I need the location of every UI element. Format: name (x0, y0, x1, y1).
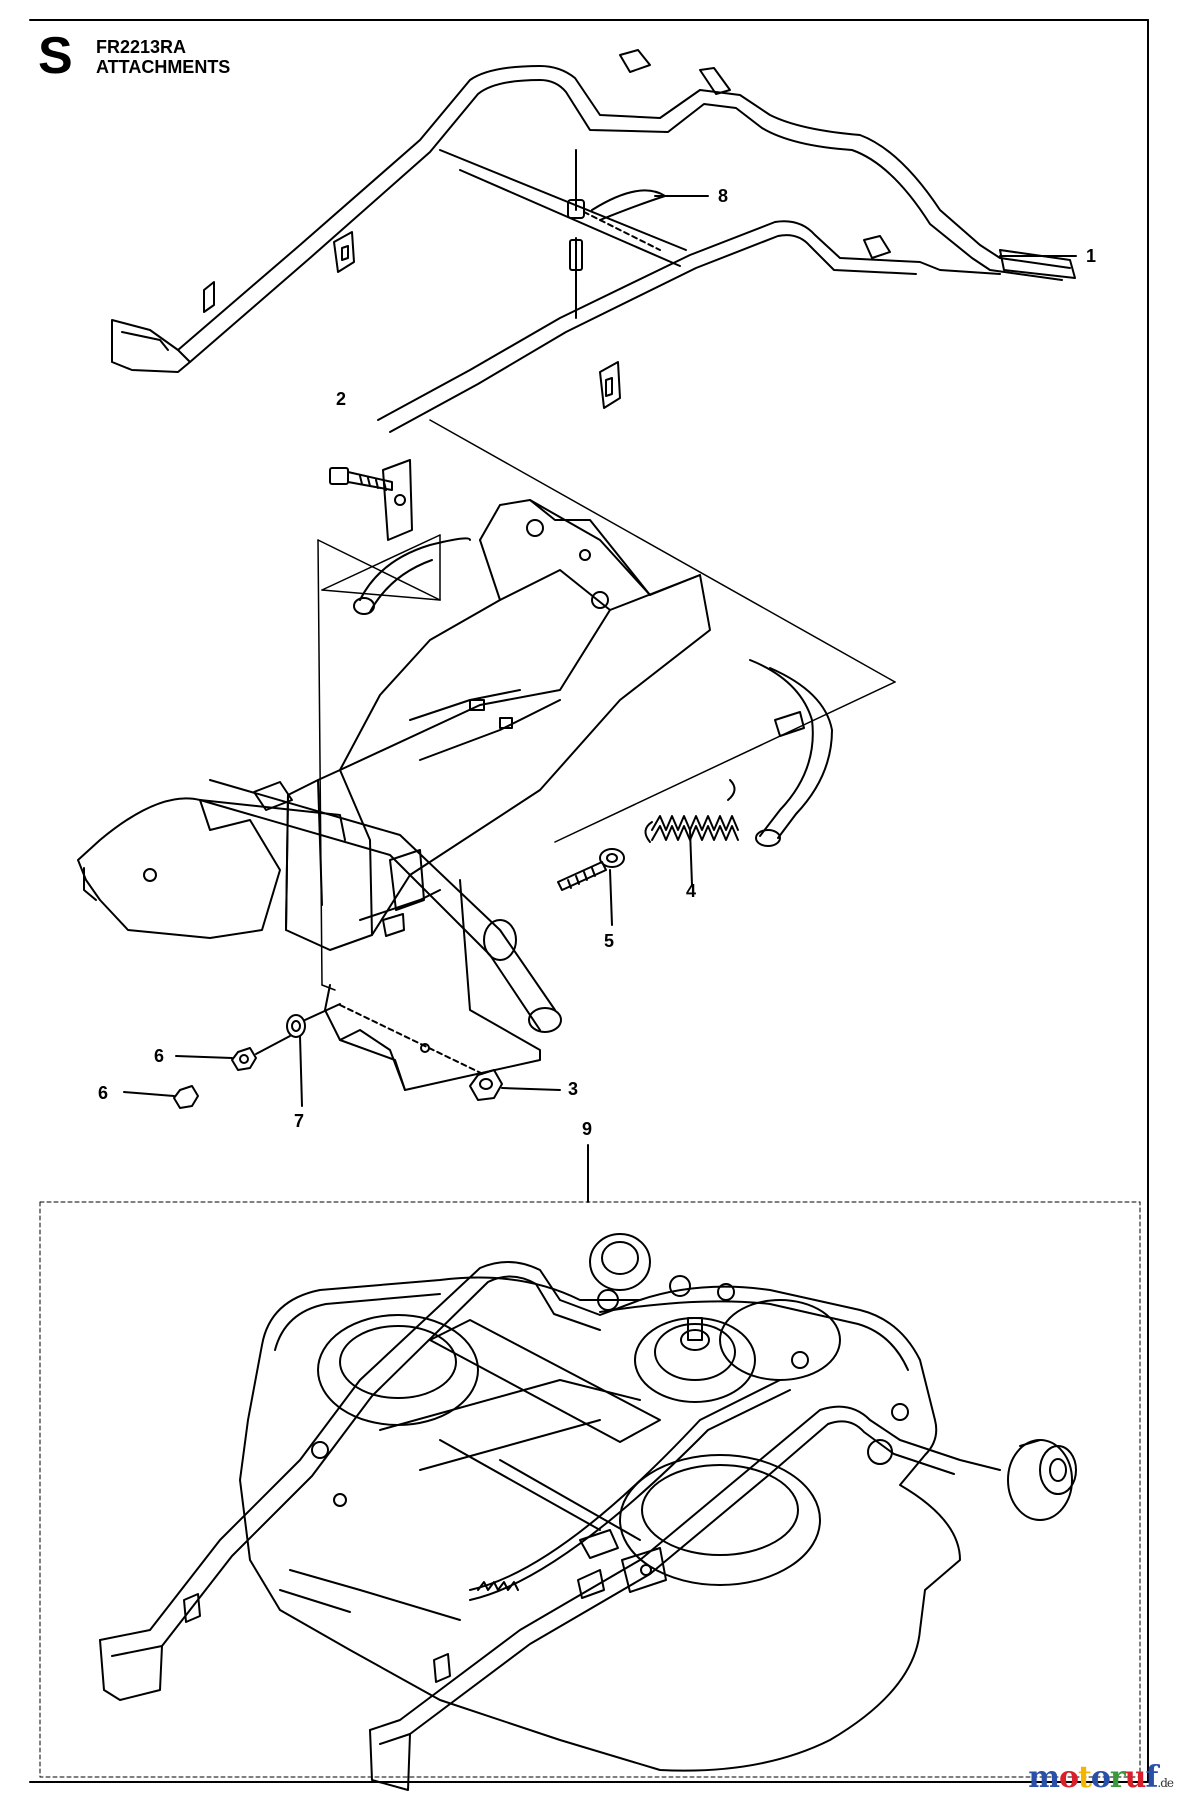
callout-2: 2 (336, 389, 347, 409)
watermark-letter: t (1077, 1760, 1092, 1795)
lift-rod (353, 537, 833, 847)
callout-6-lower: 6 (98, 1083, 109, 1103)
callout-5: 5 (604, 931, 615, 951)
exploded-guide-lines (317, 419, 896, 991)
callout-3: 3 (568, 1079, 579, 1099)
pivot-axle (199, 779, 562, 1091)
part-1-lift-frame (111, 49, 1076, 433)
deck-hanger-left (77, 781, 346, 939)
callout-4: 4 (686, 881, 697, 901)
section-title: ATTACHMENTS (96, 57, 231, 77)
part-2-bolt (329, 459, 413, 541)
callout-7: 7 (294, 1111, 305, 1131)
watermark-letter: u (1124, 1760, 1147, 1795)
watermark-tld: .de (1157, 1776, 1174, 1790)
callout-8: 8 (718, 186, 729, 206)
watermark-letter: m (1028, 1760, 1060, 1795)
watermark-letter: f (1145, 1760, 1158, 1795)
watermark-letter: r (1109, 1760, 1126, 1795)
deck-assembly-box (39, 1201, 1141, 1778)
part-4-spring (644, 779, 739, 886)
watermark-brand: motoruf (1028, 1760, 1158, 1795)
watermark-letter: o (1090, 1760, 1111, 1795)
pivot-bracket (285, 499, 711, 951)
callout-6-upper: 6 (154, 1046, 165, 1066)
callout-9: 9 (582, 1119, 593, 1139)
section-letter: S (38, 27, 73, 85)
watermark-letter: o (1058, 1760, 1079, 1795)
model-number: FR2213RA (96, 37, 187, 57)
part-6-7-nuts-washer (123, 1003, 341, 1109)
callout-1: 1 (1086, 246, 1097, 266)
watermark-logo: motoruf.de (1028, 1760, 1174, 1795)
part-8-clevis-pin (567, 149, 666, 319)
part-3-nut (469, 1069, 561, 1101)
part-5-eye-bolt (557, 848, 625, 926)
part-9-mower-deck (99, 1233, 1077, 1791)
